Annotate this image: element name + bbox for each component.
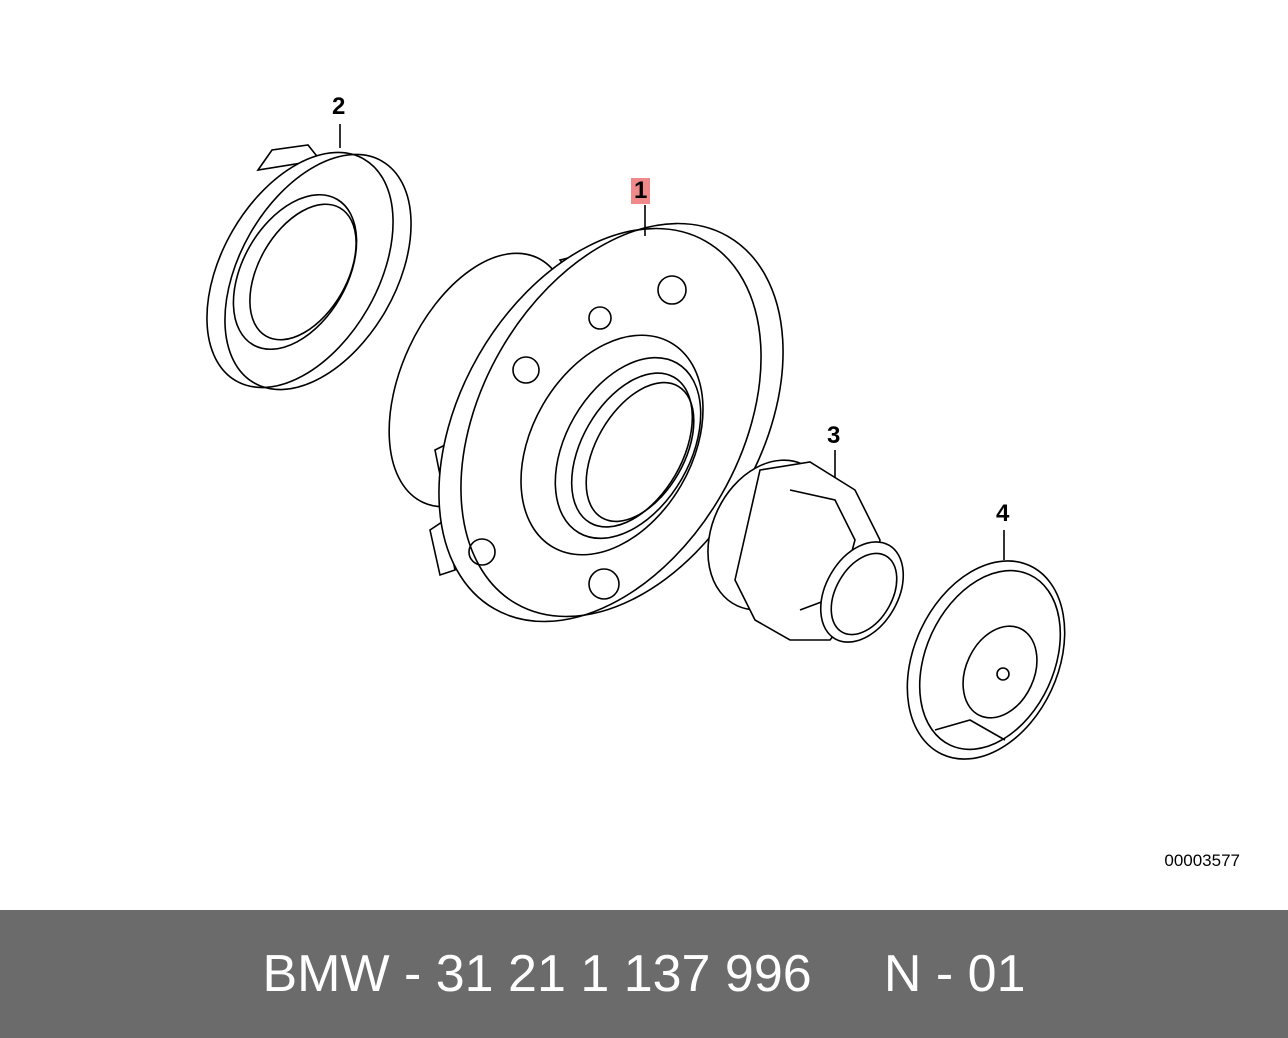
- callout-1: 1: [631, 178, 651, 204]
- part-2-seal-ring: [206, 124, 412, 391]
- part-4-dust-cap: [906, 530, 1066, 760]
- callout-2: 2: [332, 93, 346, 120]
- diagram-drawing: [206, 124, 1066, 760]
- image-code: 00003577: [1164, 851, 1240, 870]
- callout-4: 4: [996, 500, 1010, 527]
- part-number-footer: BMW - 31 21 1 137 996 N - 01: [0, 910, 1288, 1038]
- parts-diagram: 2 1 3 4 00003577: [206, 93, 1240, 870]
- part-1-wheel-hub: [388, 205, 784, 623]
- callout-3: 3: [827, 422, 841, 449]
- part-3-axle-nut: [707, 450, 905, 643]
